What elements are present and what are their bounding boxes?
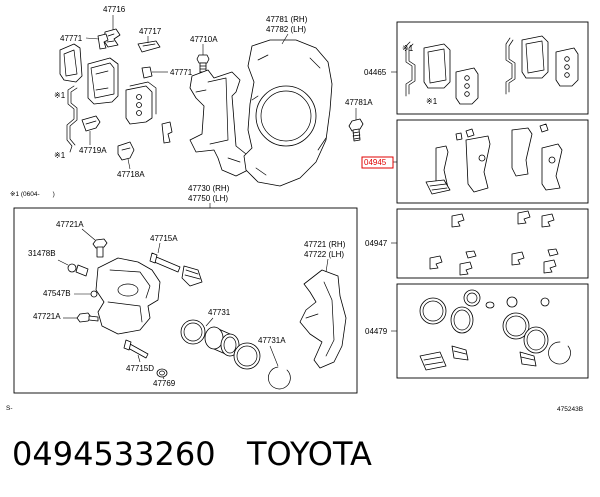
pad-clip-47771-left: [97, 33, 109, 50]
kit-pad-set: 04465 ※1 ※1: [364, 21, 589, 115]
kit-number-04947: 04947: [365, 239, 388, 248]
shim-47717: [137, 40, 161, 53]
kit-pad-set-frame: [396, 21, 589, 115]
label-47771-right: 47771: [170, 68, 193, 77]
caliper-assembly-frame: [13, 207, 358, 394]
label-47721-rh: 47721 (RH): [304, 240, 346, 249]
pad-support-clip-47719a: [81, 115, 101, 132]
label-47722-lh: 47722 (LH): [304, 250, 344, 259]
top-assembly: 47716 47771 47717 47710A 47771 ※1 ※1 477…: [10, 5, 373, 198]
diagram-code: 475243B: [557, 406, 583, 413]
kit-number-04945: 04945: [364, 158, 387, 167]
caliper-assembly: 47730 (RH) 47750 (LH) 47721A 47715A 3147…: [13, 184, 358, 394]
slide-pin-47715a: [149, 252, 181, 273]
bushing-47769: [156, 368, 168, 378]
caliper-body: [95, 257, 161, 335]
note-mark-upper: ※1: [54, 91, 66, 100]
kit-note-mark-upper: ※1: [402, 44, 414, 53]
label-47730-rh: 47730 (RH): [188, 184, 230, 193]
caption-part-number: 0494533260: [12, 435, 216, 473]
mounting-bracket-47721: [299, 269, 347, 369]
wear-indicator-clip: [161, 121, 173, 144]
bleeder-plug-31478b: [67, 263, 89, 277]
bolt-47781a: [348, 118, 364, 142]
slide-pin-47715d: [123, 339, 149, 359]
label-47769: 47769: [153, 379, 176, 388]
label-31478b: 31478B: [28, 249, 56, 258]
label-47771-left: 47771: [60, 34, 83, 43]
inner-brake-pad: [125, 81, 157, 125]
kit-shim-set: 04945: [361, 119, 589, 204]
label-47721a-top: 47721A: [56, 220, 84, 229]
label-47781a: 47781A: [345, 98, 373, 107]
bolt-47721a-top: [92, 238, 108, 258]
label-47717: 47717: [139, 27, 162, 36]
cylinder-boot: [233, 342, 261, 370]
caption-brand: TOYOTA: [247, 435, 372, 473]
label-47782-lh: 47782 (LH): [266, 25, 306, 34]
label-47715d: 47715D: [126, 364, 154, 373]
plug-47547b: [90, 290, 98, 298]
kit-number-04479: 04479: [365, 327, 388, 336]
set-ring-47731a: [268, 366, 291, 390]
label-47731a: 47731A: [258, 336, 286, 345]
caliper-piston-47731: [204, 326, 240, 357]
kit-outer-pad-a: [423, 43, 451, 89]
piston-seal: [180, 319, 206, 345]
footer-left-code: S-: [6, 405, 13, 412]
footnote-range: ※1 (0604- ): [10, 191, 55, 198]
label-47721a-bottom: 47721A: [33, 312, 61, 321]
pad-support-clip-47718a: [117, 141, 135, 161]
bolt-47721a-bottom: [76, 312, 99, 323]
slide-pin-boot: [181, 265, 203, 287]
kit-outer-pad-b: [521, 35, 549, 79]
exploded-parts-diagram: 47716 47771 47717 47710A 47771 ※1 ※1 477…: [6, 5, 589, 413]
label-47715a: 47715A: [150, 234, 178, 243]
leader-lines-caliper: [57, 203, 329, 380]
kit-seal-set: 04479: [365, 283, 589, 379]
label-47731: 47731: [208, 308, 231, 317]
outer-brake-pad: [87, 57, 119, 105]
kit-clip-set: 04947: [365, 208, 589, 279]
outer-anti-squeal-shim: [59, 43, 83, 83]
label-47750-lh: 47750 (LH): [188, 194, 228, 203]
kit-clip-set-frame: [396, 208, 589, 279]
label-47719a: 47719A: [79, 146, 107, 155]
kit-number-04465: 04465: [364, 68, 387, 77]
label-47547b: 47547B: [43, 289, 71, 298]
leader-lines-top: [85, 15, 357, 170]
pad-wear-spring: [66, 85, 78, 153]
kit-note-mark-lower: ※1: [426, 97, 438, 106]
kit-shim-set-frame: [396, 119, 589, 204]
label-47718a: 47718A: [117, 170, 145, 179]
label-47716: 47716: [103, 5, 126, 14]
selected-kit-highlight: [361, 156, 394, 169]
note-mark-lower: ※1: [54, 151, 66, 160]
caliper-mounting-bracket: [189, 69, 249, 177]
disc-brake-dust-cover: [243, 39, 333, 187]
pad-clip-47771-right: [141, 66, 153, 79]
label-47781-rh: 47781 (RH): [266, 15, 308, 24]
label-47710a: 47710A: [190, 35, 218, 44]
